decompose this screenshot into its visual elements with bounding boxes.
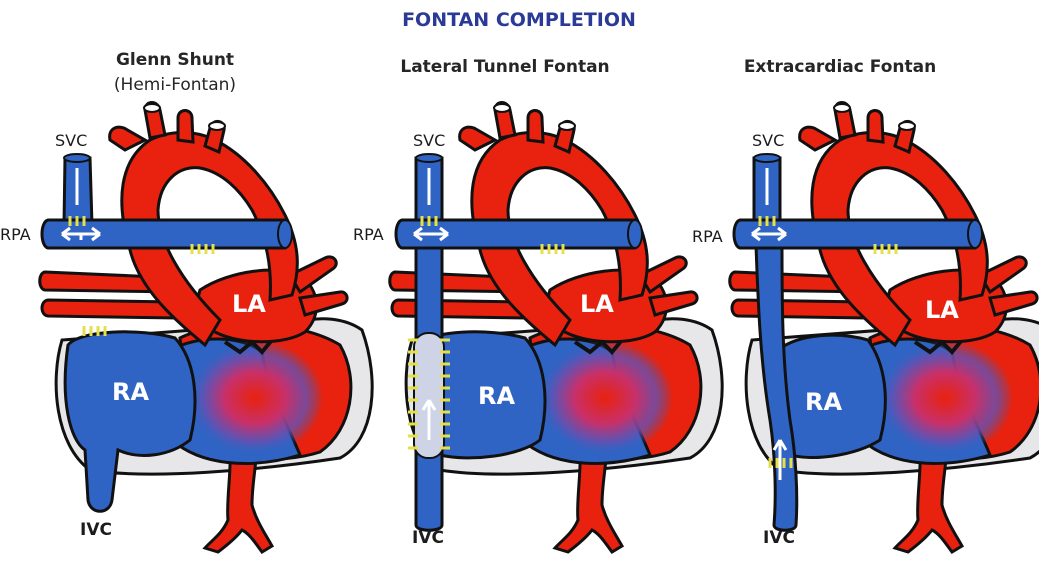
label-ra: RA [478, 382, 515, 410]
label-rpa: RPA [353, 225, 384, 244]
panel-subtitle: (Hemi-Fontan) [114, 75, 236, 95]
right-atrium [65, 332, 195, 511]
main-title: FONTAN COMPLETION [402, 9, 636, 31]
label-ivc: IVC [412, 528, 444, 548]
label-svc: SVC [55, 131, 87, 150]
panel-glenn-shunt: Glenn Shunt (Hemi-Fontan) SVC RPA [0, 50, 372, 552]
label-svc: SVC [752, 131, 784, 150]
label-ra: RA [805, 388, 842, 416]
label-ivc: IVC [763, 528, 795, 548]
label-la: LA [580, 290, 614, 318]
label-svc: SVC [413, 131, 445, 150]
panel-extracardiac: Extracardiac Fontan SVC [692, 57, 1039, 552]
panel-title: Glenn Shunt [116, 50, 234, 70]
panel-title: Extracardiac Fontan [744, 57, 936, 77]
panel-lateral-tunnel: Lateral Tunnel Fontan [353, 57, 722, 552]
label-rpa: RPA [692, 227, 723, 246]
label-la: LA [232, 290, 266, 318]
label-ra: RA [112, 378, 149, 406]
label-rpa: RPA [0, 225, 31, 244]
heart-illustration [390, 103, 722, 553]
label-la: LA [925, 296, 959, 324]
label-ivc: IVC [80, 520, 112, 540]
heart-illustration [40, 103, 372, 553]
panel-title: Lateral Tunnel Fontan [400, 57, 609, 77]
heart-illustration [730, 103, 1039, 553]
